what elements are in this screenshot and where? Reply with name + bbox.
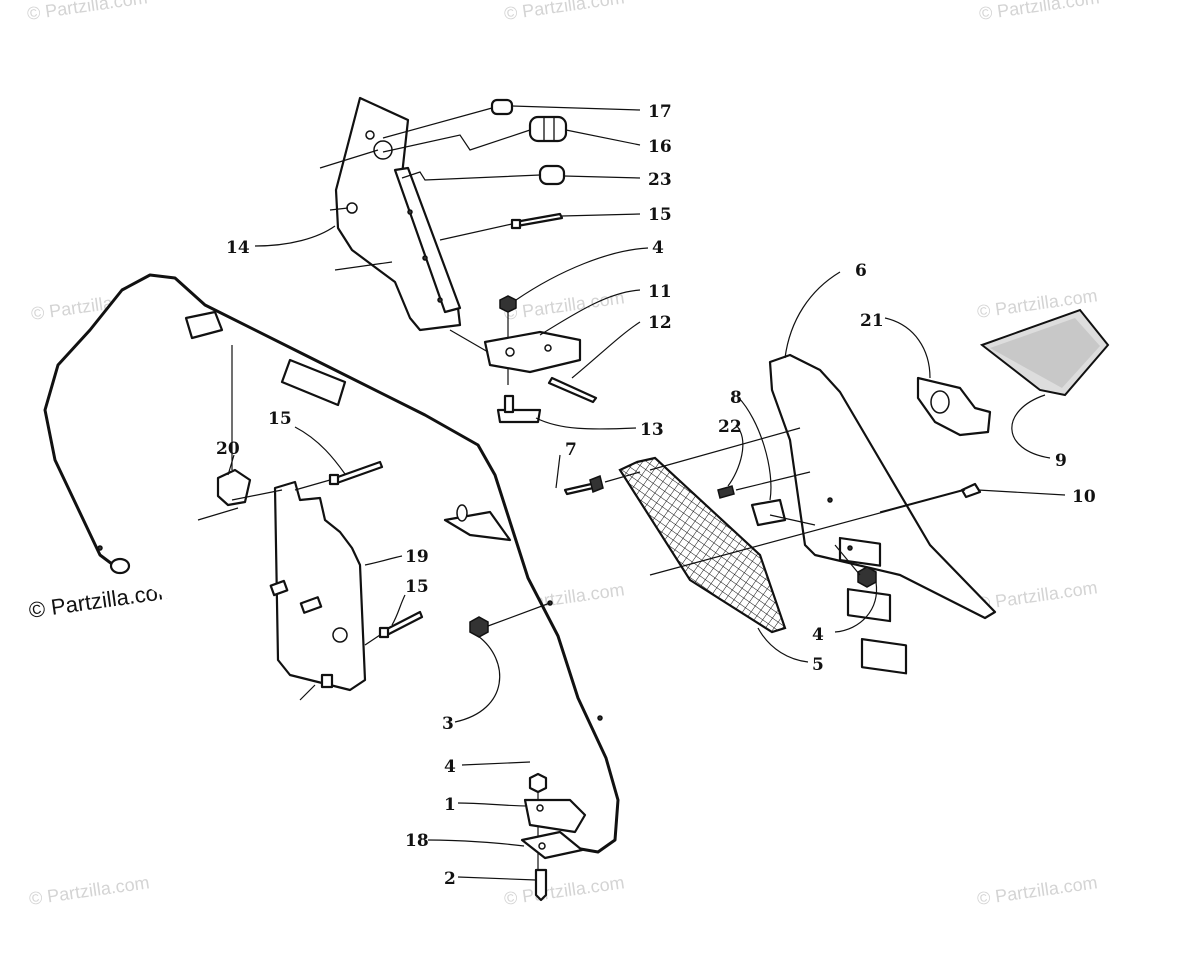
watermark: © Partzilla.com — [28, 872, 151, 909]
callout-7: 7 — [565, 440, 577, 460]
callout-23: 23 — [648, 170, 672, 190]
watermark: © Partzilla.com — [503, 287, 626, 324]
callout-22: 22 — [718, 417, 742, 437]
mounting-bracket-drawing — [319, 96, 598, 424]
callout-labels: 17 16 23 15 4 11 12 13 14 6 21 9 10 8 22… — [216, 102, 1096, 889]
watermark: © Partzilla.com — [976, 577, 1099, 614]
callout-13: 13 — [640, 420, 664, 440]
callout-16: 16 — [648, 137, 672, 157]
callout-15-upper: 15 — [648, 205, 672, 225]
callout-11: 11 — [648, 282, 672, 302]
callout-1: 1 — [444, 795, 456, 815]
callout-4-lower: 4 — [444, 757, 456, 777]
callout-9: 9 — [1055, 451, 1067, 471]
callout-20: 20 — [216, 439, 240, 459]
callout-6: 6 — [855, 261, 867, 281]
watermark: © Partzilla.com — [503, 872, 626, 909]
callout-12: 12 — [648, 313, 672, 333]
watermark: © Partzilla.com — [503, 0, 626, 24]
right-assembly-drawing — [563, 308, 1110, 675]
callout-4-upper: 4 — [652, 238, 664, 258]
callout-15-left: 15 — [268, 409, 292, 429]
callout-19: 19 — [405, 547, 429, 567]
callout-17: 17 — [648, 102, 672, 122]
front-hardware-drawing — [469, 602, 587, 902]
callout-14: 14 — [226, 238, 250, 258]
license-panel-drawing — [197, 460, 424, 701]
callout-3: 3 — [442, 714, 454, 734]
callout-8: 8 — [730, 388, 742, 408]
callout-4-right: 4 — [812, 625, 824, 645]
callout-10: 10 — [1072, 487, 1096, 507]
callout-leaders — [227, 105, 1066, 881]
callout-21: 21 — [860, 311, 884, 331]
watermark: © Partzilla.com — [26, 0, 149, 24]
watermark: © Partzilla.com — [978, 0, 1101, 24]
callout-5: 5 — [812, 655, 824, 675]
callout-15-lower: 15 — [405, 577, 429, 597]
callout-18: 18 — [405, 831, 429, 851]
watermark: © Partzilla.com — [976, 872, 1099, 909]
callout-2: 2 — [444, 869, 456, 889]
